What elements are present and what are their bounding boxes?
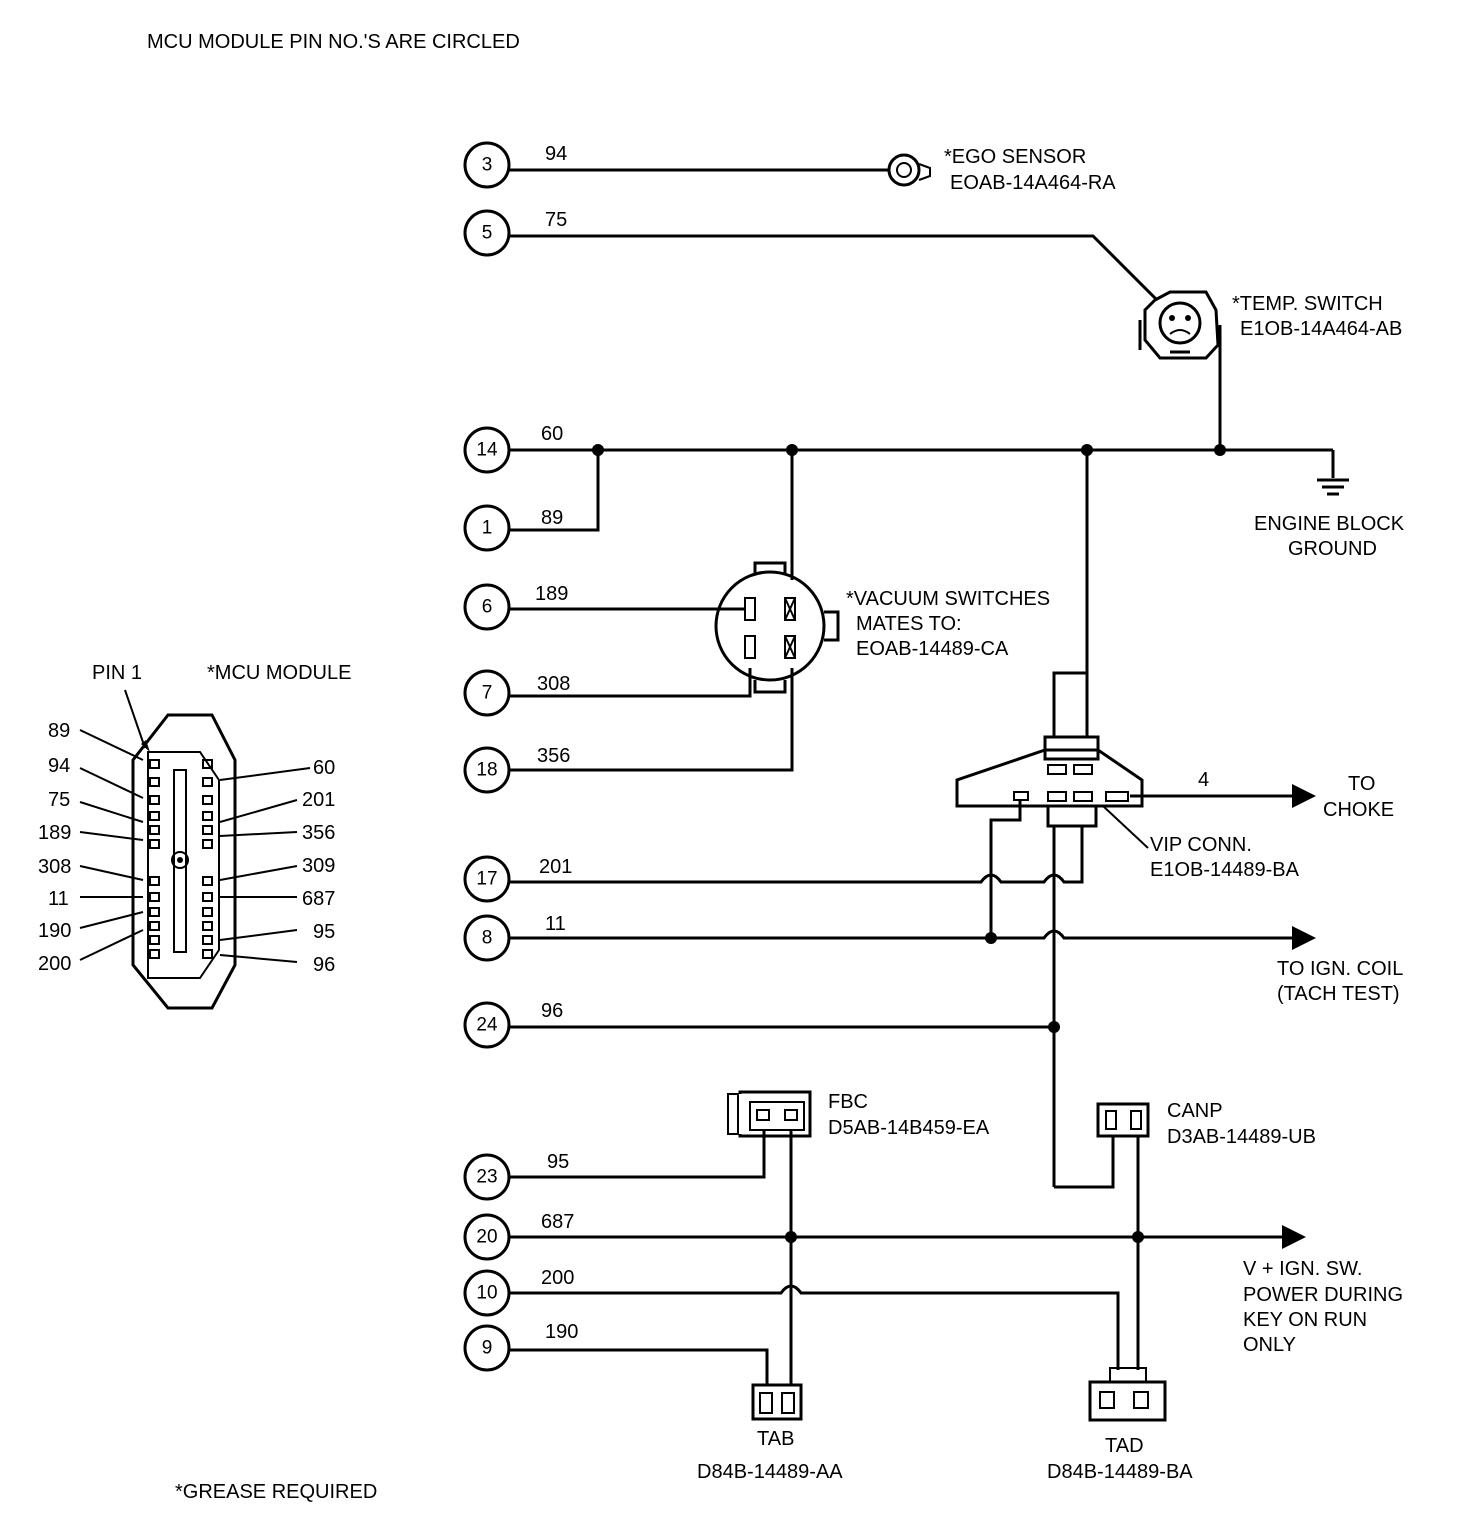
pin-9: 9 (482, 1338, 493, 1359)
mcu-right-201: 201 (302, 789, 335, 811)
vacuum-switch-icon (714, 561, 840, 694)
power-arrow-icon (1282, 1225, 1306, 1249)
pin-8: 8 (482, 928, 493, 949)
mcu-left-189: 189 (38, 822, 71, 844)
arrowheads (1282, 784, 1316, 1249)
fbc-connector-icon (727, 1090, 812, 1138)
power-label-line4: ONLY (1243, 1334, 1296, 1356)
wire-200: 200 (541, 1267, 574, 1289)
pin-3: 3 (482, 155, 493, 176)
wire-11: 11 (545, 913, 566, 935)
ground-icon (1317, 478, 1349, 496)
mcu-right-96: 96 (313, 954, 335, 976)
choke-arrow-icon (1292, 784, 1316, 808)
wire-4: 4 (1198, 769, 1209, 791)
ego-label: *EGO SENSOR (944, 146, 1086, 168)
wire-356: 356 (537, 745, 570, 767)
pin-6: 6 (482, 597, 493, 618)
wires (509, 168, 1335, 1385)
pin-1: 1 (482, 518, 493, 539)
wire-numbers: 94 75 60 89 189 308 356 201 11 96 95 687… (535, 143, 1209, 1343)
mcu-right-356: 356 (302, 822, 335, 844)
pin-23: 23 (476, 1167, 497, 1188)
pin-14: 14 (476, 440, 498, 461)
tab-connector-icon (751, 1383, 803, 1421)
tab-part: D84B-14489-AA (697, 1461, 843, 1483)
mcu-left-75: 75 (48, 789, 70, 811)
pin-circles: 3 5 14 1 6 7 18 17 8 24 23 20 10 9 (463, 141, 511, 1372)
mcu-left-308: 308 (38, 856, 71, 878)
ground-label-line2: GROUND (1288, 538, 1377, 560)
grease-note: *GREASE REQUIRED (175, 1481, 377, 1503)
coil-arrow-icon (1292, 926, 1316, 950)
wire-687: 687 (541, 1211, 574, 1233)
mcu-right-60: 60 (313, 757, 335, 779)
wire-95: 95 (547, 1151, 569, 1173)
pin-24: 24 (476, 1015, 498, 1036)
vip-part: E1OB-14489-BA (1150, 859, 1300, 881)
ego-sensor-icon (887, 153, 931, 187)
coil-label-line1: TO IGN. COIL (1277, 958, 1403, 980)
wire-94: 94 (545, 143, 567, 165)
mcu-left-94: 94 (48, 755, 70, 777)
pin-20: 20 (476, 1227, 497, 1248)
wire-96: 96 (541, 1000, 563, 1022)
mcu-right-labels: 60 201 356 309 687 95 96 (302, 757, 335, 976)
wire-89: 89 (541, 507, 563, 529)
mcu-module-drawing (79, 689, 311, 1010)
vacuum-label: *VACUUM SWITCHES (846, 588, 1050, 610)
temp-switch-icon (1138, 290, 1220, 360)
wire-75: 75 (545, 209, 567, 231)
tad-part: D84B-14489-BA (1047, 1461, 1193, 1483)
mcu-left-labels: 89 94 75 189 308 11 190 200 (38, 720, 71, 975)
pin-17: 17 (476, 869, 497, 890)
wire-190: 190 (545, 1321, 578, 1343)
mcu-left-200: 200 (38, 953, 71, 975)
temp-label: *TEMP. SWITCH (1232, 293, 1383, 315)
wire-60: 60 (541, 423, 563, 445)
vip-connector-icon (955, 671, 1149, 849)
fbc-part: D5AB-14B459-EA (828, 1117, 990, 1139)
wire-201: 201 (539, 856, 572, 878)
canp-part: D3AB-14489-UB (1167, 1126, 1316, 1148)
pin-18: 18 (476, 760, 497, 781)
mcu-right-95: 95 (313, 921, 335, 943)
vip-label: VIP CONN. (1150, 834, 1252, 856)
tad-label: TAD (1105, 1435, 1144, 1457)
mcu-right-687: 687 (302, 888, 335, 910)
vacuum-mates-label: MATES TO: (856, 613, 962, 635)
junction-dots (592, 444, 1226, 1243)
choke-label-line2: CHOKE (1323, 799, 1394, 821)
pin-7: 7 (482, 683, 493, 704)
choke-label-line1: TO (1348, 773, 1375, 795)
vacuum-part: EOAB-14489-CA (856, 638, 1009, 660)
mcu-module-title: *MCU MODULE (207, 662, 351, 684)
fbc-label: FBC (828, 1091, 868, 1113)
canp-label: CANP (1167, 1100, 1223, 1122)
power-label-line3: KEY ON RUN (1243, 1309, 1367, 1331)
power-label-line2: POWER DURING (1243, 1284, 1403, 1306)
pin-5: 5 (482, 223, 493, 244)
canp-connector-icon (1096, 1102, 1150, 1138)
mcu-right-309: 309 (302, 855, 335, 877)
header-note: MCU MODULE PIN NO.'S ARE CIRCLED (147, 31, 520, 53)
temp-part: E1OB-14A464-AB (1240, 318, 1402, 340)
mcu-pin1-label: PIN 1 (92, 662, 142, 684)
mcu-left-190: 190 (38, 920, 71, 942)
wire-308: 308 (537, 673, 570, 695)
wire-189: 189 (535, 583, 568, 605)
mcu-left-11: 11 (48, 888, 69, 910)
ego-part: EOAB-14A464-RA (950, 172, 1116, 194)
pin-10: 10 (476, 1283, 497, 1304)
coil-label-line2: (TACH TEST) (1277, 983, 1400, 1005)
ground-label-line1: ENGINE BLOCK (1254, 513, 1405, 535)
power-label-line1: V + IGN. SW. (1243, 1258, 1362, 1280)
tab-label: TAB (757, 1428, 794, 1450)
tad-connector-icon (1088, 1367, 1167, 1422)
mcu-left-89: 89 (48, 720, 70, 742)
